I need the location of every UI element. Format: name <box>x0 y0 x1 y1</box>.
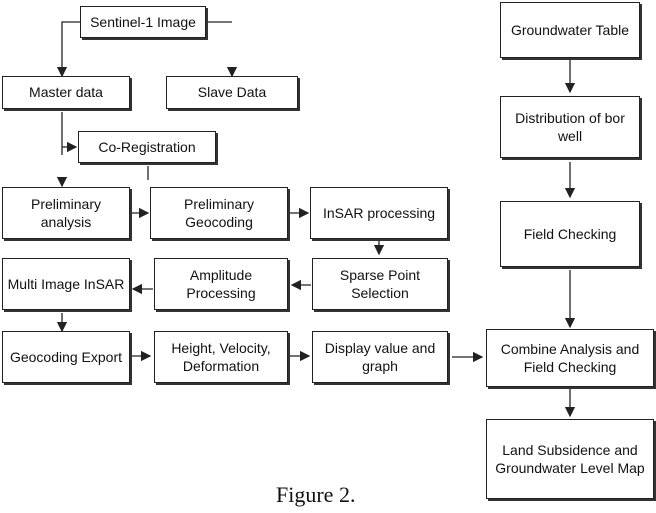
preliminary-geocoding-box: Preliminary Geocoding <box>150 187 288 239</box>
sentinel-image-box: Sentinel-1 Image <box>80 6 206 38</box>
land-subsidence-map-box: Land Subsidence and Groundwater Level Ma… <box>486 419 654 499</box>
distribution-bor-well-box: Distribution of bor well <box>500 96 640 158</box>
multi-image-insar-box: Multi Image InSAR <box>2 258 130 310</box>
co-registration-box: Co-Registration <box>78 131 216 163</box>
field-checking-box: Field Checking <box>500 201 640 267</box>
figure-caption: Figure 2. <box>276 482 356 507</box>
amplitude-processing-box: Amplitude Processing <box>154 258 288 310</box>
preliminary-analysis-box: Preliminary analysis <box>2 187 130 239</box>
connector-sentinel-master <box>56 21 80 78</box>
height-velocity-deformation-box: Height, Velocity, Deformation <box>154 331 288 383</box>
master-data-box: Master data <box>2 76 130 109</box>
display-value-graph-box: Display value and graph <box>312 331 448 383</box>
sparse-point-selection-box: Sparse Point Selection <box>312 258 448 310</box>
groundwater-table-box: Groundwater Table <box>500 2 640 58</box>
geocoding-export-box: Geocoding Export <box>2 331 130 383</box>
insar-processing-box: InSAR processing <box>310 187 448 239</box>
slave-data-box: Slave Data <box>166 76 298 109</box>
combine-analysis-box: Combine Analysis and Field Checking <box>486 329 654 387</box>
